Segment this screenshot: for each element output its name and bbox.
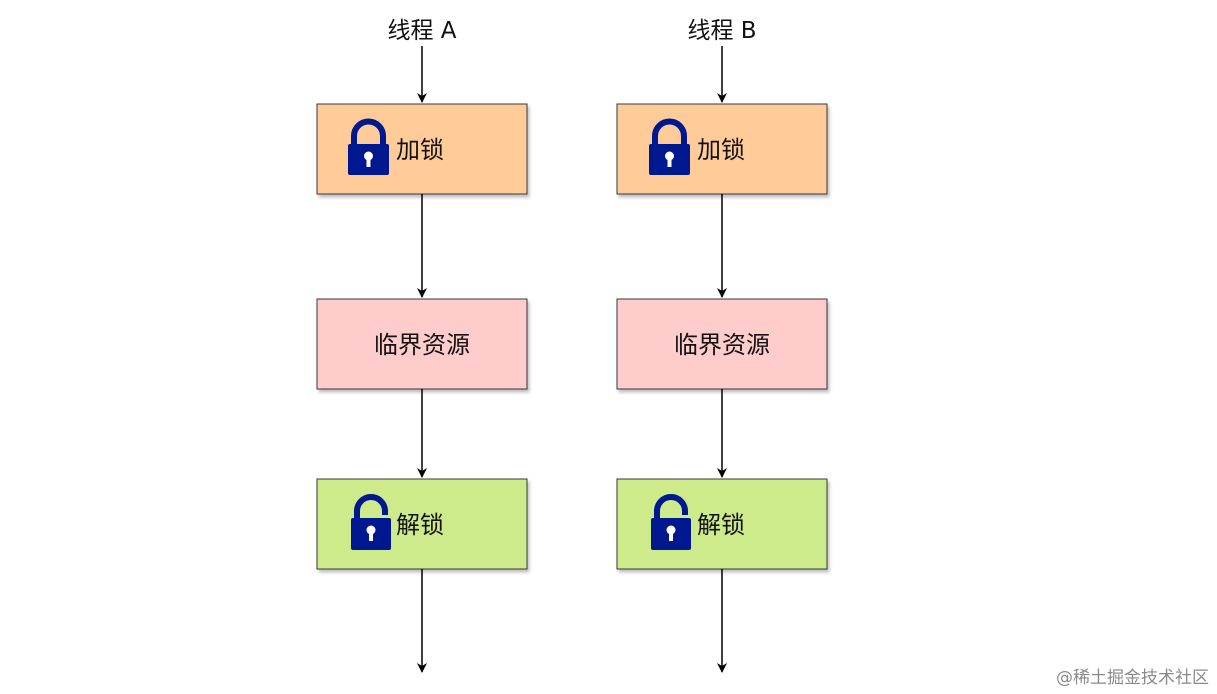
thread-b-title: 线程 B: [687, 18, 756, 44]
lock-open-icon: [351, 494, 391, 550]
lock-open-icon: [651, 494, 691, 550]
critical-box-rect: [616, 298, 828, 390]
watermark: @稀土掘金技术社区: [1056, 668, 1209, 688]
thread-a-lock-box: 加锁: [316, 103, 528, 195]
thread-b-critical-box: 临界资源: [616, 298, 828, 390]
thread-b-critical-label: 临界资源: [674, 331, 770, 359]
thread-a-critical-label: 临界资源: [374, 331, 470, 359]
thread-a-column: 线程 A 加锁 临界资源 解锁: [316, 18, 528, 673]
thread-b-lock-box: 加锁: [616, 103, 828, 195]
thread-b-lock-label: 加锁: [697, 136, 745, 164]
thread-a-unlock-box: 解锁: [316, 478, 528, 570]
critical-box-rect: [316, 298, 528, 390]
thread-a-title: 线程 A: [387, 18, 456, 44]
lock-closed-icon: [649, 118, 690, 175]
thread-b-unlock-label: 解锁: [697, 511, 745, 539]
thread-a-unlock-label: 解锁: [396, 511, 444, 539]
thread-a-lock-label: 加锁: [396, 136, 444, 164]
thread-b-column: 线程 B 加锁 临界资源 解锁: [616, 18, 828, 673]
lock-box-rect: [616, 103, 828, 195]
lock-closed-icon: [348, 118, 389, 175]
thread-a-critical-box: 临界资源: [316, 298, 528, 390]
thread-b-unlock-box: 解锁: [616, 478, 828, 570]
